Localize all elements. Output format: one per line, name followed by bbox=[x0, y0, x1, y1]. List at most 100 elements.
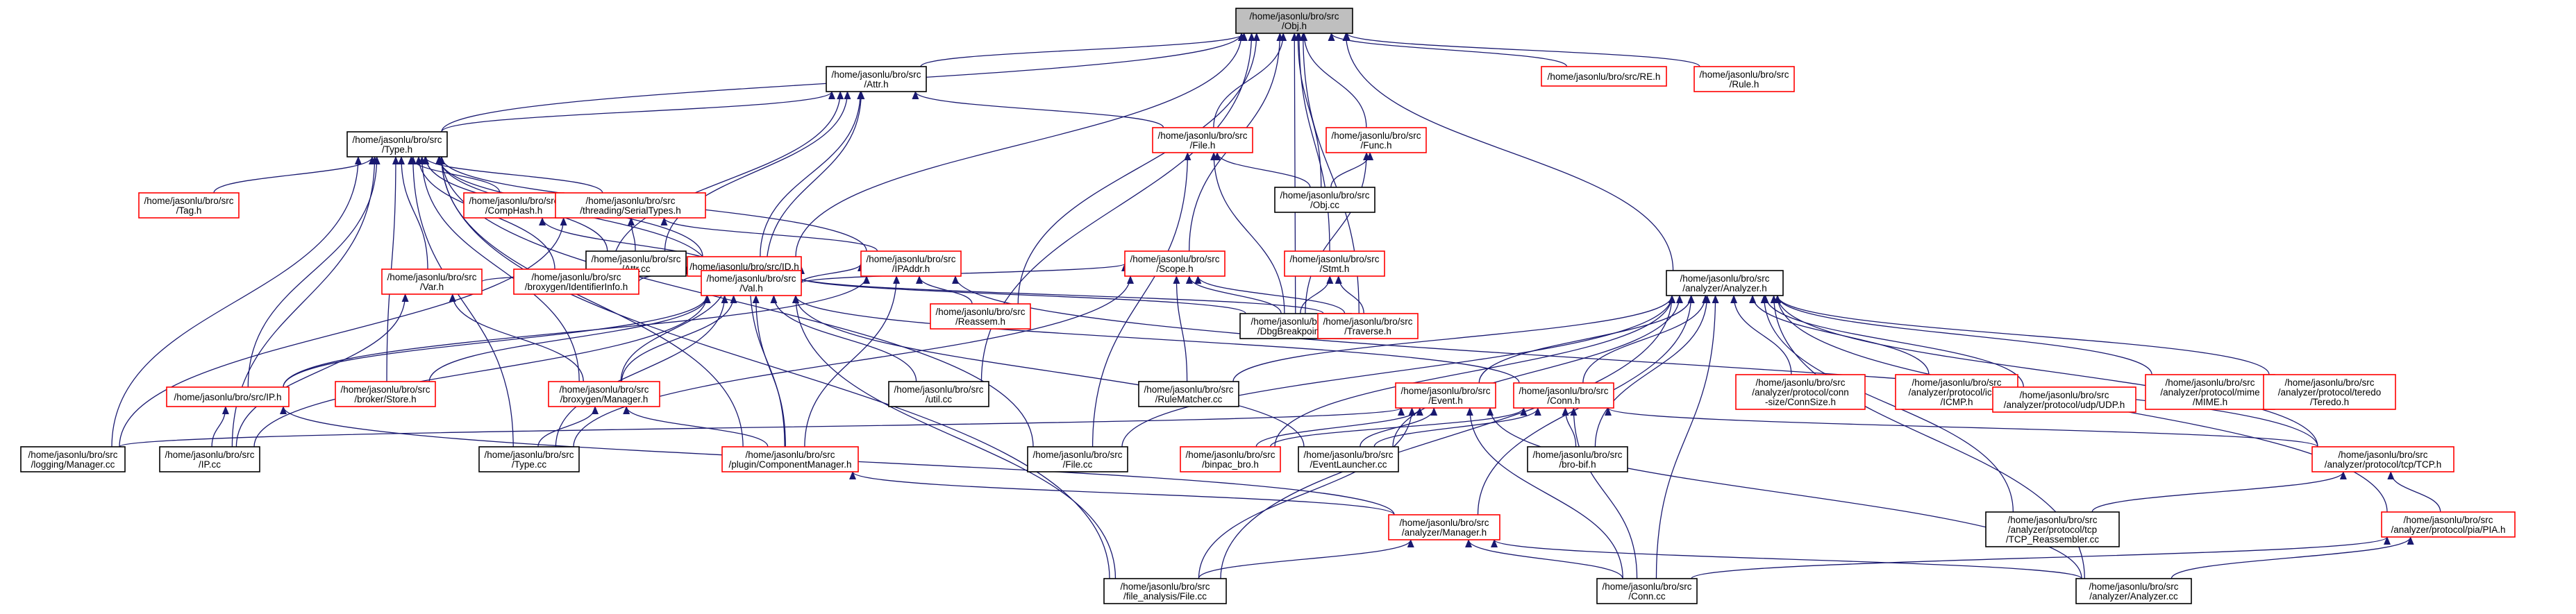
node-label-line: /home/jasonlu/bro/src bbox=[559, 384, 649, 395]
node-eventlauncher-cc[interactable]: /home/jasonlu/bro/src/EventLauncher.cc bbox=[1298, 446, 1399, 472]
node-util-cc[interactable]: /home/jasonlu/bro/src/util.cc bbox=[888, 381, 989, 407]
edge-file-cc-to-file-h bbox=[1092, 152, 1191, 447]
edge-analyzer-h-to-obj-h bbox=[1342, 33, 1674, 271]
node-tcp-h[interactable]: /home/jasonlu/bro/src/analyzer/protocol/… bbox=[2311, 446, 2454, 472]
node-bxmanager-h[interactable]: /home/jasonlu/bro/src/broxygen/Manager.h bbox=[548, 381, 660, 407]
node-label-line: /Tag.h bbox=[176, 205, 202, 216]
node-brobif-h[interactable]: /home/jasonlu/bro/src/bro-bif.h bbox=[1527, 446, 1628, 472]
node-label-line: /home/jasonlu/bro/src bbox=[1399, 518, 1489, 528]
node-attr-h[interactable]: /home/jasonlu/bro/src/Attr.h bbox=[826, 66, 927, 92]
edge-logmgr-cc-to-event-h bbox=[119, 407, 1405, 447]
node-obj-cc[interactable]: /home/jasonlu/bro/src/Obj.cc bbox=[1274, 187, 1375, 213]
node-label-line: /Conn.cc bbox=[1628, 591, 1666, 602]
node-brokerstore-h[interactable]: /home/jasonlu/bro/src/broker/Store.h bbox=[335, 381, 436, 407]
node-conn-h[interactable]: /home/jasonlu/bro/src/Conn.h bbox=[1513, 382, 1614, 409]
node-traverse-h[interactable]: /home/jasonlu/bro/src/Traverse.h bbox=[1317, 313, 1419, 339]
node-label-line: /home/jasonlu/bro/src bbox=[2338, 450, 2427, 460]
node-amanager-h[interactable]: /home/jasonlu/bro/src/analyzer/Manager.h bbox=[1388, 514, 1500, 540]
node-label-line: /broker/Store.h bbox=[354, 394, 416, 404]
node-re-h[interactable]: /home/jasonlu/bro/src/RE.h bbox=[1541, 66, 1667, 87]
edge-fafile-cc-to-analyzer-h bbox=[1220, 295, 1675, 579]
edge-conn-cc-to-event-h bbox=[1466, 407, 1623, 579]
edge-val-h-to-attr-h bbox=[765, 91, 865, 271]
edge-file-h-to-attr-h bbox=[912, 91, 1164, 128]
node-type-cc[interactable]: /home/jasonlu/bro/src/Type.cc bbox=[478, 446, 580, 472]
edge-attr-cc-to-attr-h bbox=[664, 91, 851, 252]
node-func-h[interactable]: /home/jasonlu/bro/src/Func.h bbox=[1325, 127, 1427, 153]
node-stmt-h[interactable]: /home/jasonlu/bro/src/Stmt.h bbox=[1284, 250, 1385, 277]
node-box bbox=[1735, 374, 1866, 410]
node-mime-h[interactable]: /home/jasonlu/bro/src/analyzer/protocol/… bbox=[2145, 374, 2275, 410]
node-analyzer-cc[interactable]: /home/jasonlu/bro/src/analyzer/Analyzer.… bbox=[2075, 578, 2192, 604]
edge-rulematcher-cc-to-scope-h bbox=[1173, 275, 1188, 382]
node-rulematcher-cc[interactable]: /home/jasonlu/bro/src/RuleMatcher.cc bbox=[1138, 381, 1239, 407]
edge-ip-h-to-ipaddr-h bbox=[283, 275, 870, 388]
node-event-h[interactable]: /home/jasonlu/bro/src/Event.h bbox=[1395, 382, 1496, 409]
node-label-line: /home/jasonlu/bro/src bbox=[1912, 377, 2001, 388]
node-reassem-h[interactable]: /home/jasonlu/bro/src/Reassem.h bbox=[930, 303, 1031, 330]
node-val-h[interactable]: /home/jasonlu/bro/src/Val.h bbox=[701, 270, 802, 296]
node-box bbox=[166, 386, 290, 407]
node-label-line: /home/jasonlu/bro/src bbox=[1602, 581, 1691, 592]
node-label-line: /home/jasonlu/bro/src/IP.h bbox=[174, 392, 281, 402]
node-label-line: /home/jasonlu/bro/src bbox=[28, 450, 117, 460]
node-comphash-h[interactable]: /home/jasonlu/bro/src/CompHash.h bbox=[463, 192, 564, 219]
node-box bbox=[513, 268, 639, 295]
node-identinfo-h[interactable]: /home/jasonlu/bro/src/broxygen/Identifie… bbox=[513, 268, 639, 295]
edge-conn-h-to-analyzer-h bbox=[1582, 295, 1709, 384]
node-serialtypes-h[interactable]: /home/jasonlu/bro/src/threading/SerialTy… bbox=[555, 192, 706, 219]
node-label-line: /threading/SerialTypes.h bbox=[580, 205, 681, 216]
node-file-cc[interactable]: /home/jasonlu/bro/src/File.cc bbox=[1027, 446, 1128, 472]
edge-plugincm-h-to-val-h bbox=[752, 295, 786, 447]
node-box bbox=[1284, 250, 1385, 277]
node-var-h[interactable]: /home/jasonlu/bro/src/Var.h bbox=[381, 268, 483, 295]
edge-func-h-to-obj-h bbox=[1300, 33, 1367, 128]
node-pia-h[interactable]: /home/jasonlu/bro/src/analyzer/protocol/… bbox=[2381, 511, 2516, 538]
node-label-line: /Attr.h bbox=[864, 79, 888, 89]
node-teredo-h[interactable]: /home/jasonlu/bro/src/analyzer/protocol/… bbox=[2263, 374, 2396, 410]
node-ip-h[interactable]: /home/jasonlu/bro/src/IP.h bbox=[166, 386, 290, 407]
edge-rule-h-to-obj-h bbox=[1344, 33, 1700, 67]
edge-identinfo-h-to-attr-h bbox=[612, 91, 844, 270]
node-logmgr-cc[interactable]: /home/jasonlu/bro/src/logging/Manager.cc bbox=[20, 446, 126, 472]
node-label-line: /home/jasonlu/bro/src bbox=[469, 196, 558, 206]
node-udp-h[interactable]: /home/jasonlu/bro/src/analyzer/protocol/… bbox=[1992, 386, 2136, 413]
node-box bbox=[1274, 187, 1375, 213]
node-label-line: /analyzer/Analyzer.cc bbox=[2089, 591, 2178, 602]
node-box bbox=[2381, 511, 2516, 538]
node-conn-cc[interactable]: /home/jasonlu/bro/src/Conn.cc bbox=[1596, 578, 1698, 604]
node-connsize-h[interactable]: /home/jasonlu/bro/src/analyzer/protocol/… bbox=[1735, 374, 1866, 410]
node-analyzer-h[interactable]: /home/jasonlu/bro/src/analyzer/Analyzer.… bbox=[1666, 270, 1784, 296]
node-box bbox=[1325, 127, 1427, 153]
node-label-line: /home/jasonlu/bro/src bbox=[1755, 377, 1845, 388]
node-scope-h[interactable]: /home/jasonlu/bro/src/Scope.h bbox=[1124, 250, 1226, 277]
node-obj-h[interactable]: /home/jasonlu/bro/src/Obj.h bbox=[1235, 8, 1353, 34]
node-label-line: /home/jasonlu/bro/src bbox=[745, 450, 835, 460]
node-file-h[interactable]: /home/jasonlu/bro/src/File.h bbox=[1152, 127, 1253, 153]
edge-tcp-h-to-analyzer-h bbox=[1774, 295, 2318, 447]
node-label-line: /analyzer/Analyzer.h bbox=[1682, 283, 1767, 293]
edge-amanager-h-to-plugincm-h bbox=[849, 471, 1395, 515]
edge-traverse-h-to-stmt-h bbox=[1335, 275, 1364, 314]
node-box bbox=[335, 381, 436, 407]
node-label-line: /DbgBreakpoint.cc bbox=[1257, 326, 1335, 336]
node-type-h[interactable]: /home/jasonlu/bro/src/Type.h bbox=[346, 131, 448, 157]
edge-type-cc-to-val-h bbox=[555, 295, 728, 447]
node-fafile-cc[interactable]: /home/jasonlu/bro/src/file_analysis/File… bbox=[1103, 578, 1227, 604]
edges-layer bbox=[111, 33, 2441, 579]
node-ipaddr-h[interactable]: /home/jasonlu/bro/src/IPAddr.h bbox=[860, 250, 962, 277]
node-rule-h[interactable]: /home/jasonlu/bro/src/Rule.h bbox=[1693, 66, 1795, 92]
node-label-line: /logging/Manager.cc bbox=[31, 459, 115, 470]
node-plugincm-h[interactable]: /home/jasonlu/bro/src/plugin/ComponentMa… bbox=[721, 446, 859, 472]
node-box bbox=[1138, 381, 1239, 407]
node-label-line: /home/jasonlu/bro/src bbox=[1289, 254, 1379, 264]
node-binpac-h[interactable]: /home/jasonlu/bro/src/binpac_bro.h bbox=[1180, 446, 1281, 472]
node-tcpreass-cc[interactable]: /home/jasonlu/bro/src/analyzer/protocol/… bbox=[1985, 511, 2120, 547]
node-label-line: /home/jasonlu/bro/src bbox=[935, 307, 1025, 317]
node-label-line: /Conn.h bbox=[1547, 395, 1580, 406]
node-ip-cc[interactable]: /home/jasonlu/bro/src/IP.cc bbox=[159, 446, 260, 472]
node-tag-h[interactable]: /home/jasonlu/bro/src/Tag.h bbox=[138, 192, 240, 219]
node-label-line: /EventLauncher.cc bbox=[1310, 459, 1387, 470]
edge-ip-cc-to-val-h bbox=[253, 295, 710, 447]
edge-id-h-to-obj-h bbox=[795, 33, 1245, 257]
